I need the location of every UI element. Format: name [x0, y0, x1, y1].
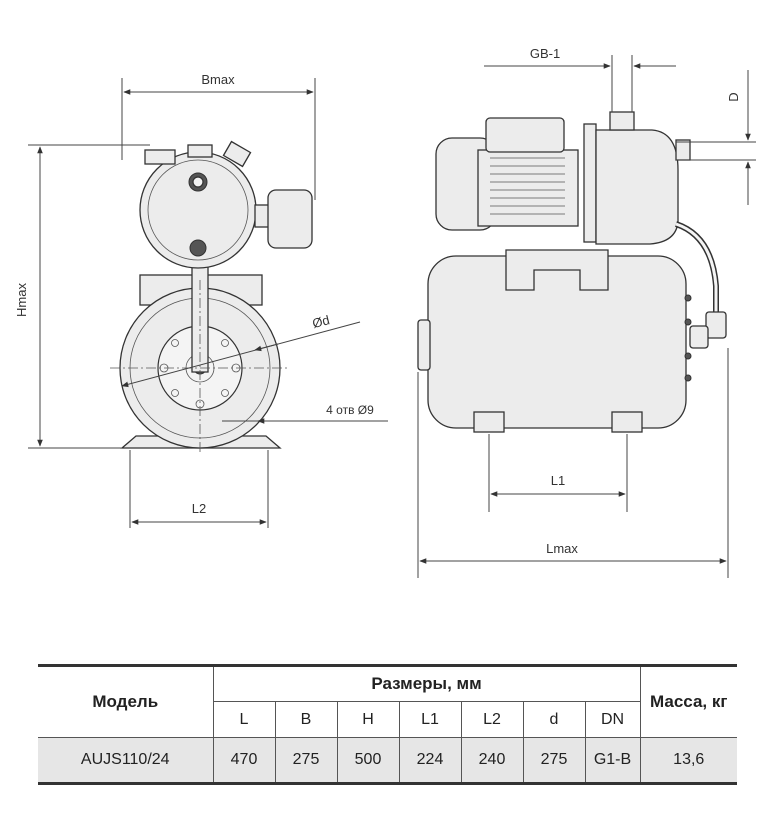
value-cell-l2: 240 [460, 737, 524, 785]
col-header-l2: L2 [460, 701, 524, 738]
col-header-dn: DN [584, 701, 641, 738]
value-cell-d: 275 [522, 737, 586, 785]
model-cell: AUJS110/24 [38, 737, 214, 785]
value-cell-l1: 224 [398, 737, 462, 785]
diameter-label: Ød [311, 312, 331, 331]
col-header-l1: L1 [398, 701, 462, 738]
value-cell-b: 275 [274, 737, 338, 785]
lmax-label: Lmax [546, 541, 578, 556]
value-cell-l: 470 [212, 737, 276, 785]
model-header: Модель [38, 665, 214, 738]
table-row: AUJS110/24 470 275 500 224 240 275 G1-B … [38, 737, 737, 785]
table-subheader-row: L B H L1 L2 d DN [38, 701, 737, 738]
value-cell-dn: G1-B [584, 737, 641, 785]
holes-label: 4 отв Ø9 [326, 403, 374, 417]
gb1-label: GB-1 [530, 46, 560, 61]
col-header-b: B [274, 701, 338, 738]
mass-header: Масса, кг [639, 665, 737, 738]
value-cell-h: 500 [336, 737, 400, 785]
table-header-row: Модель Размеры, мм Масса, кг [38, 665, 737, 738]
front-view-dimensions: Bmax Hmax Ød 4 отв Ø9 L2 [14, 72, 388, 528]
front-view [110, 140, 313, 455]
technical-drawing: Bmax Hmax Ød 4 отв Ø9 L2 [14, 46, 756, 578]
mass-cell: 13,6 [639, 737, 737, 785]
dimensions-header: Размеры, мм [212, 665, 641, 702]
col-header-d: d [522, 701, 586, 738]
col-header-h: H [336, 701, 400, 738]
side-view [417, 111, 727, 433]
l1-label: L1 [551, 473, 565, 488]
side-view-dimensions: GB-1 D L1 Lmax [417, 46, 756, 578]
l2-label: L2 [192, 501, 206, 516]
col-header-l: L [212, 701, 276, 738]
spec-table: Модель Размеры, мм Масса, кг L B H L1 L2… [38, 664, 737, 785]
hmax-label: Hmax [14, 283, 29, 317]
d-label: D [726, 92, 741, 101]
bmax-label: Bmax [201, 72, 235, 87]
